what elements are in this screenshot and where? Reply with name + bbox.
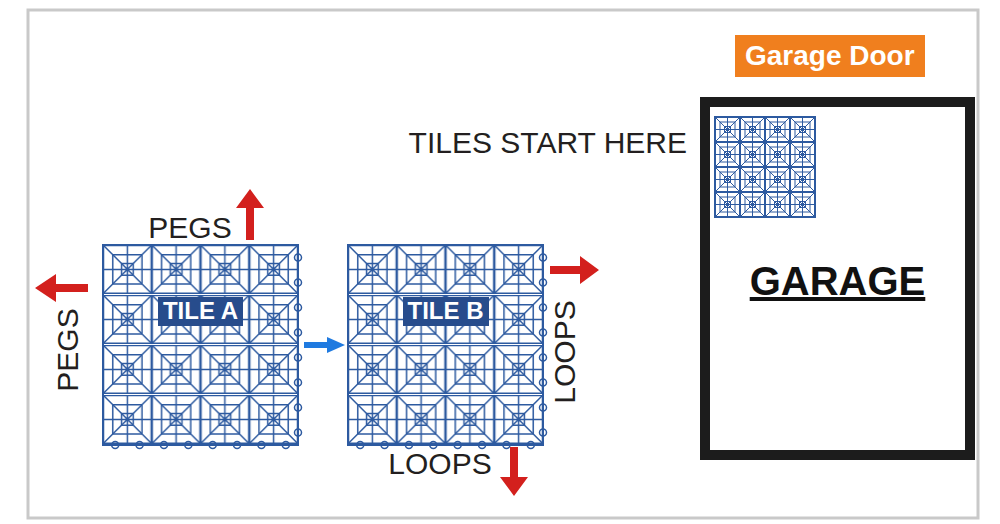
- side-label: PEGS: [51, 308, 86, 391]
- door-label-text: Garage Door: [745, 39, 915, 73]
- tile-box: TILE A: [103, 245, 298, 445]
- side-label: LOOPS: [388, 447, 491, 482]
- tile-name: TILE B: [403, 297, 489, 326]
- tile-name: TILE A: [158, 297, 243, 326]
- arrow-left: [35, 274, 88, 302]
- arrow-up: [236, 189, 264, 240]
- outer-frame: [28, 10, 978, 518]
- door-label: Garage Door: [735, 35, 925, 77]
- red-arrows: [35, 189, 599, 496]
- side-label: LOOPS: [548, 300, 583, 403]
- start-tile: [715, 117, 815, 217]
- tile-illustration: [103, 245, 298, 445]
- arrow-down: [500, 447, 528, 496]
- side-label: PEGS: [148, 211, 231, 246]
- garage-title: GARAGE: [750, 257, 926, 305]
- flow-arrow: [304, 342, 331, 348]
- tile-illustration: [348, 245, 543, 445]
- tile-box: TILE B: [348, 245, 543, 445]
- garage-box: GARAGE: [700, 97, 975, 460]
- start-note: TILES START HERE: [409, 126, 687, 161]
- arrow-right: [550, 256, 599, 284]
